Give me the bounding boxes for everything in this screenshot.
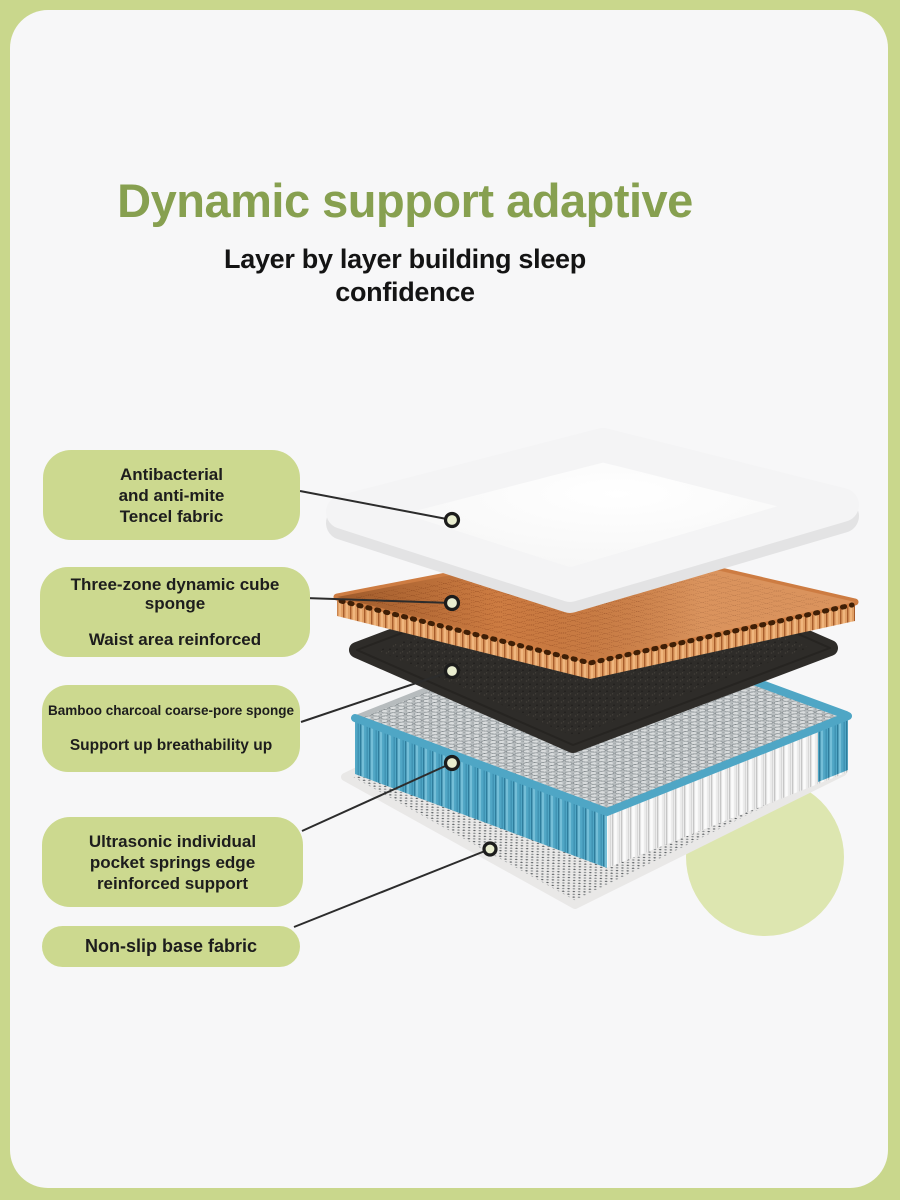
callout-tencel-fabric: Antibacterial and anti-mite Tencel fabri… xyxy=(43,450,300,540)
callout-text: Ultrasonic individual xyxy=(88,831,257,851)
callout-cube-sponge: Three-zone dynamic cube sponge Waist are… xyxy=(40,567,310,657)
callout-base-fabric: Non-slip base fabric xyxy=(42,926,300,967)
callout-text: Three-zone dynamic cube sponge xyxy=(70,575,280,613)
callout-text: and anti-mite xyxy=(118,485,225,505)
callout-dots xyxy=(443,511,498,857)
page-subtitle: Layer by layer building sleep confidence xyxy=(0,243,810,309)
callout-text: Non-slip base fabric xyxy=(84,936,258,956)
subtitle-line-1: Layer by layer building sleep xyxy=(224,244,586,275)
callout-text: pocket springs edge xyxy=(89,852,256,872)
callout-text: Bamboo charcoal coarse-pore sponge xyxy=(47,703,295,718)
callout-text: Support up breathability up xyxy=(69,737,273,754)
callout-pocket-springs: Ultrasonic individual pocket springs edg… xyxy=(42,817,303,907)
callout-line-base xyxy=(293,848,491,928)
callout-dot-springs xyxy=(443,754,461,772)
callout-line-cube xyxy=(304,597,453,604)
callout-dot-charcoal xyxy=(443,662,461,680)
header-block: Dynamic support adaptive Layer by layer … xyxy=(0,176,810,309)
callout-dot-base xyxy=(482,841,498,857)
subtitle-line-2: confidence xyxy=(335,277,475,308)
callout-line-charcoal xyxy=(300,670,453,723)
callout-connectors xyxy=(293,490,491,928)
callout-text: reinforced support xyxy=(96,873,249,893)
callout-text: Waist area reinforced xyxy=(88,630,262,649)
callout-dot-tencel xyxy=(443,511,461,529)
callout-line-tencel xyxy=(299,490,453,521)
page-title: Dynamic support adaptive xyxy=(117,174,693,227)
layer-tencel-top xyxy=(326,428,859,613)
callout-text: Antibacterial xyxy=(120,464,223,484)
callout-dot-cube xyxy=(443,594,461,612)
callout-line-springs xyxy=(301,762,453,832)
callout-text: Tencel fabric xyxy=(119,506,224,526)
callout-charcoal-sponge: Bamboo charcoal coarse-pore sponge Suppo… xyxy=(42,685,300,772)
